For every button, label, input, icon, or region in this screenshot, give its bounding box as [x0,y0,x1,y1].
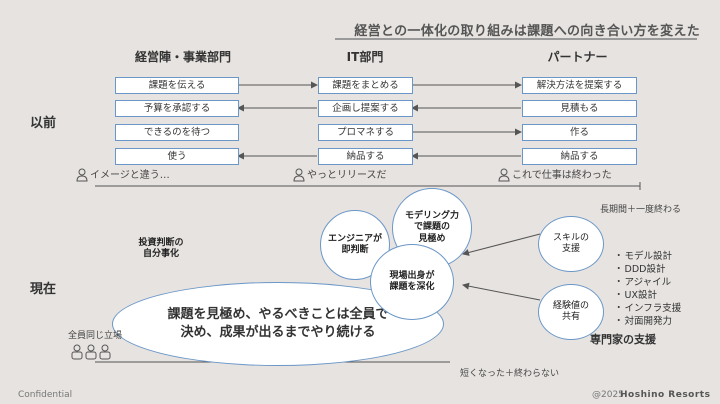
footer-confidential: Confidential [18,390,73,400]
footer-brand-logo: Hoshino Resorts [620,390,711,400]
title-underline [335,38,697,40]
note-it-text: やっとリリースだ [307,170,387,181]
box-management-1: 課題を伝える [115,77,239,94]
expert-item: 対面開発力 [614,315,681,328]
slide-title: 経営との一体化の取り組みは課題への向き合い方を変えた [354,24,700,39]
experts-title: 専門家の支援 [590,333,656,346]
expert-item: UX設計 [614,289,681,302]
box-it-2: 企画し提案する [318,100,413,117]
column-header-it: IT部門 [346,50,384,64]
bubble-investment: 投資判断の 自分事化 [138,237,184,259]
expert-item: モデル設計 [614,250,681,263]
box-it-3: プロマネする [318,124,413,141]
note-management: イメージと違う… [76,166,170,182]
row-label-now: 現在 [30,282,57,297]
bubble-field: 現場出身が 課題を深化 [370,244,454,320]
box-management-2: 予算を承認する [115,100,239,117]
arrow-skill [462,233,541,256]
box-it-4: 納品する [318,148,413,165]
box-management-4: 使う [115,148,239,165]
arrow-experience [462,282,541,301]
expert-list: モデル設計 DDD設計 アジャイル UX設計 インフラ支援 対面開発力 [614,250,682,328]
note-partner-text: これで仕事は終わった [512,170,612,181]
note-it: やっとリリースだ [293,166,387,182]
note-partner: これで仕事は終わった [498,166,612,182]
box-partner-4: 納品する [522,148,637,165]
box-partner-2: 見積もる [522,100,637,117]
timeline-now-label: 短くなった＋終わらない [460,369,560,379]
expert-item: DDD設計 [614,263,681,276]
bubble-skill-support: スキルの 支援 [538,216,604,272]
people-icon [71,344,111,360]
box-it-1: 課題をまとめる [318,77,413,94]
person-icon [498,168,510,182]
column-header-management: 経営陣・事業部門 [134,50,231,64]
footer-copyright: @2025 [592,390,624,400]
all-members-label: 全員同じ立場 [68,331,123,341]
timeline-before-label: 長期間＋一度終わる [600,205,682,215]
expert-item: アジャイル [614,276,681,289]
box-partner-1: 解決方法を提案する [522,77,637,94]
person-icon [76,168,88,182]
row-label-before: 以前 [30,116,57,131]
person-icon [293,168,305,182]
note-management-text: イメージと違う… [90,170,170,181]
box-management-3: できるのを待つ [115,124,239,141]
expert-item: インフラ支援 [614,302,682,315]
box-partner-3: 作る [522,124,637,141]
bubble-experience: 経験値の 共有 [538,284,604,340]
column-header-partner: パートナー [547,50,608,64]
